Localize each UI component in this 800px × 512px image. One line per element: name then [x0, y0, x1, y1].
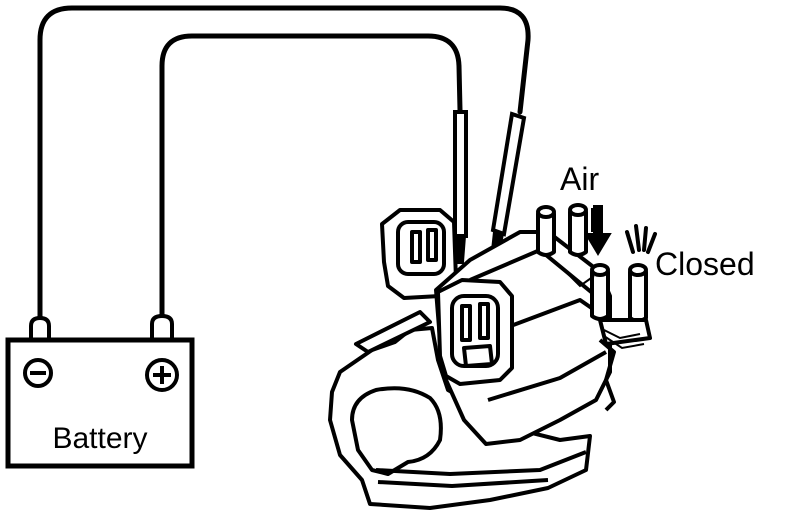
vacuum-ports-upper [536, 203, 588, 257]
valve-side-bracket [598, 338, 616, 412]
front-connector-pin [460, 304, 472, 342]
negative-terminal-icon [23, 358, 53, 388]
bracket-inner-cutout [350, 386, 443, 476]
left-probe-tip [454, 234, 467, 264]
bracket-rail-lower [377, 478, 549, 488]
bracket-arm [354, 310, 432, 354]
positive-terminal-icon [145, 358, 179, 392]
right-probe [490, 111, 527, 237]
air-label: Air [560, 161, 599, 197]
wiring-strands [565, 271, 645, 350]
battery: Battery [5, 313, 195, 469]
test-leads [37, 5, 531, 328]
rear-connector-pin [410, 230, 422, 264]
rear-connector-pin-2 [426, 228, 438, 262]
closed-port-marks-icon [625, 224, 657, 254]
front-connector-pin-2 [478, 302, 490, 340]
closed-label: Closed [655, 246, 755, 282]
vacuum-switching-valve [328, 203, 652, 510]
vacuum-ports-lower [590, 263, 652, 346]
battery-negative-post [29, 315, 51, 342]
negative-lead-wire [37, 5, 531, 328]
battery-label: Battery [52, 422, 147, 455]
left-probe [453, 110, 468, 238]
battery-positive-post [150, 313, 174, 342]
air-flow-arrow-icon [584, 205, 612, 256]
valve-body-seam [487, 350, 607, 402]
bracket-rail [375, 450, 587, 476]
front-connector-latch [462, 344, 494, 368]
positive-lead-wire [159, 33, 463, 325]
